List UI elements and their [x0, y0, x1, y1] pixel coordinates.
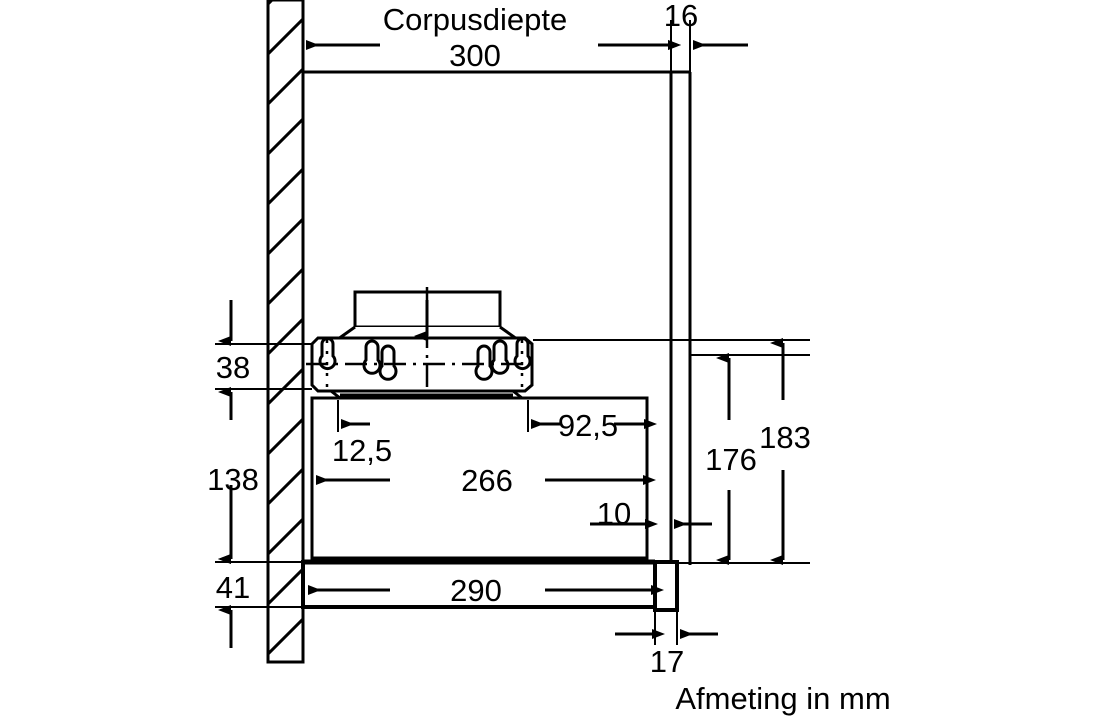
dimension-label-inner-height: 176 — [705, 442, 757, 477]
dimension-label-corpusdiepte-value: 300 — [449, 38, 501, 73]
rail-underside-ledge — [330, 389, 523, 400]
dimension-label-right-inset: 92,5 — [558, 408, 618, 443]
unit-caption: Afmeting in mm — [675, 681, 890, 716]
dimension-label-total-depth: 290 — [450, 573, 502, 608]
cabinet-outline — [303, 70, 692, 565]
dimension-label-front-lip: 10 — [597, 496, 631, 531]
dimension-label-body-height: 138 — [207, 462, 259, 497]
dimension-inner-height: 176 — [705, 353, 757, 565]
dimension-handle-depth: 17 — [615, 629, 718, 679]
dimension-outer-height: 183 — [759, 338, 811, 565]
dimension-right-inset: 92,5 — [531, 408, 657, 443]
keyhole-slot-right-a — [474, 344, 494, 381]
wall-hatching — [268, 0, 303, 657]
dimension-label-outer-height: 183 — [759, 420, 811, 455]
dimension-left-inset: 12,5 — [332, 419, 392, 468]
dimension-label-left-inset: 12,5 — [332, 433, 392, 468]
dimension-inner-width: 266 — [316, 463, 656, 498]
wall-section — [266, 0, 305, 664]
dimension-total-depth: 290 — [308, 573, 664, 608]
keyhole-slot-right-b — [490, 339, 510, 375]
dimension-label-corpusdiepte-name: Corpusdiepte — [383, 2, 567, 37]
keyhole-slot-left-a — [362, 339, 382, 375]
dimension-front-panel-thickness: 16 — [612, 0, 748, 50]
dimension-label-top-gap: 38 — [216, 350, 250, 385]
dimension-body-height: 138 — [207, 387, 259, 564]
dimension-front-lip: 10 — [590, 496, 712, 531]
dimension-label-handle-depth: 17 — [650, 644, 684, 679]
dimension-label-front-panel-thickness: 16 — [664, 0, 698, 33]
center-lines — [306, 287, 540, 420]
keyhole-slot-left-b — [378, 344, 398, 381]
dimension-top-gap: 38 — [216, 300, 250, 385]
dimension-bottom-offset: 41 — [216, 520, 250, 648]
dimension-label-inner-width: 266 — [461, 463, 513, 498]
dimension-label-bottom-offset: 41 — [216, 570, 250, 605]
dimension-corpusdiepte: Corpusdiepte 300 — [306, 2, 681, 73]
